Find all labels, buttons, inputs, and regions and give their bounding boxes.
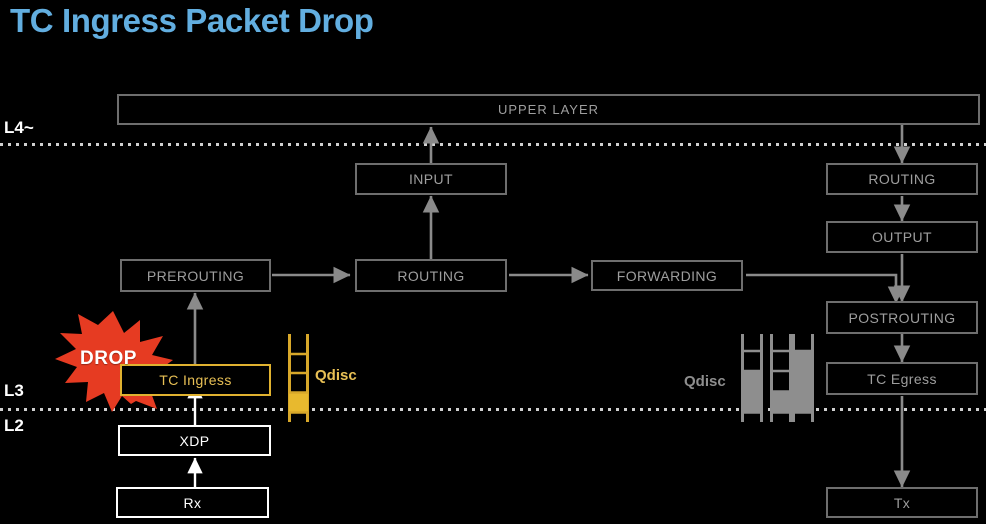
drop-badge-label: DROP — [80, 348, 137, 369]
page-title: TC Ingress Packet Drop — [10, 2, 374, 39]
node-tc-ingress[interactable]: TC Ingress — [120, 364, 271, 396]
node-output[interactable]: OUTPUT — [826, 221, 978, 253]
node-postrouting[interactable]: POSTROUTING — [826, 301, 978, 334]
node-prerouting[interactable]: PREROUTING — [120, 259, 271, 292]
layer-label-l2: L2 — [4, 416, 24, 435]
qdisc-ingress-queue — [288, 334, 309, 422]
node-rx[interactable]: Rx — [116, 487, 269, 518]
arrow-forwarding-to-postrouting — [746, 273, 905, 304]
node-forwarding[interactable]: FORWARDING — [591, 260, 743, 291]
layer-label-l3: L3 — [4, 381, 24, 400]
layer-label-l4: L4~ — [4, 118, 34, 137]
node-tc-egress[interactable]: TC Egress — [826, 362, 978, 395]
node-routing-right[interactable]: ROUTING — [826, 163, 978, 195]
qdisc-ingress-label: Qdisc — [315, 367, 357, 384]
qdisc-egress-label: Qdisc — [684, 373, 726, 390]
node-tx[interactable]: Tx — [826, 487, 978, 518]
node-routing-left[interactable]: ROUTING — [355, 259, 507, 292]
node-upper-layer[interactable]: UPPER LAYER — [117, 94, 980, 125]
node-xdp[interactable]: XDP — [118, 425, 271, 456]
qdisc-egress-queue-2 — [770, 334, 792, 422]
qdisc-egress-queue-1 — [741, 334, 763, 422]
qdisc-egress-queue-3 — [792, 334, 814, 422]
node-input[interactable]: INPUT — [355, 163, 507, 195]
